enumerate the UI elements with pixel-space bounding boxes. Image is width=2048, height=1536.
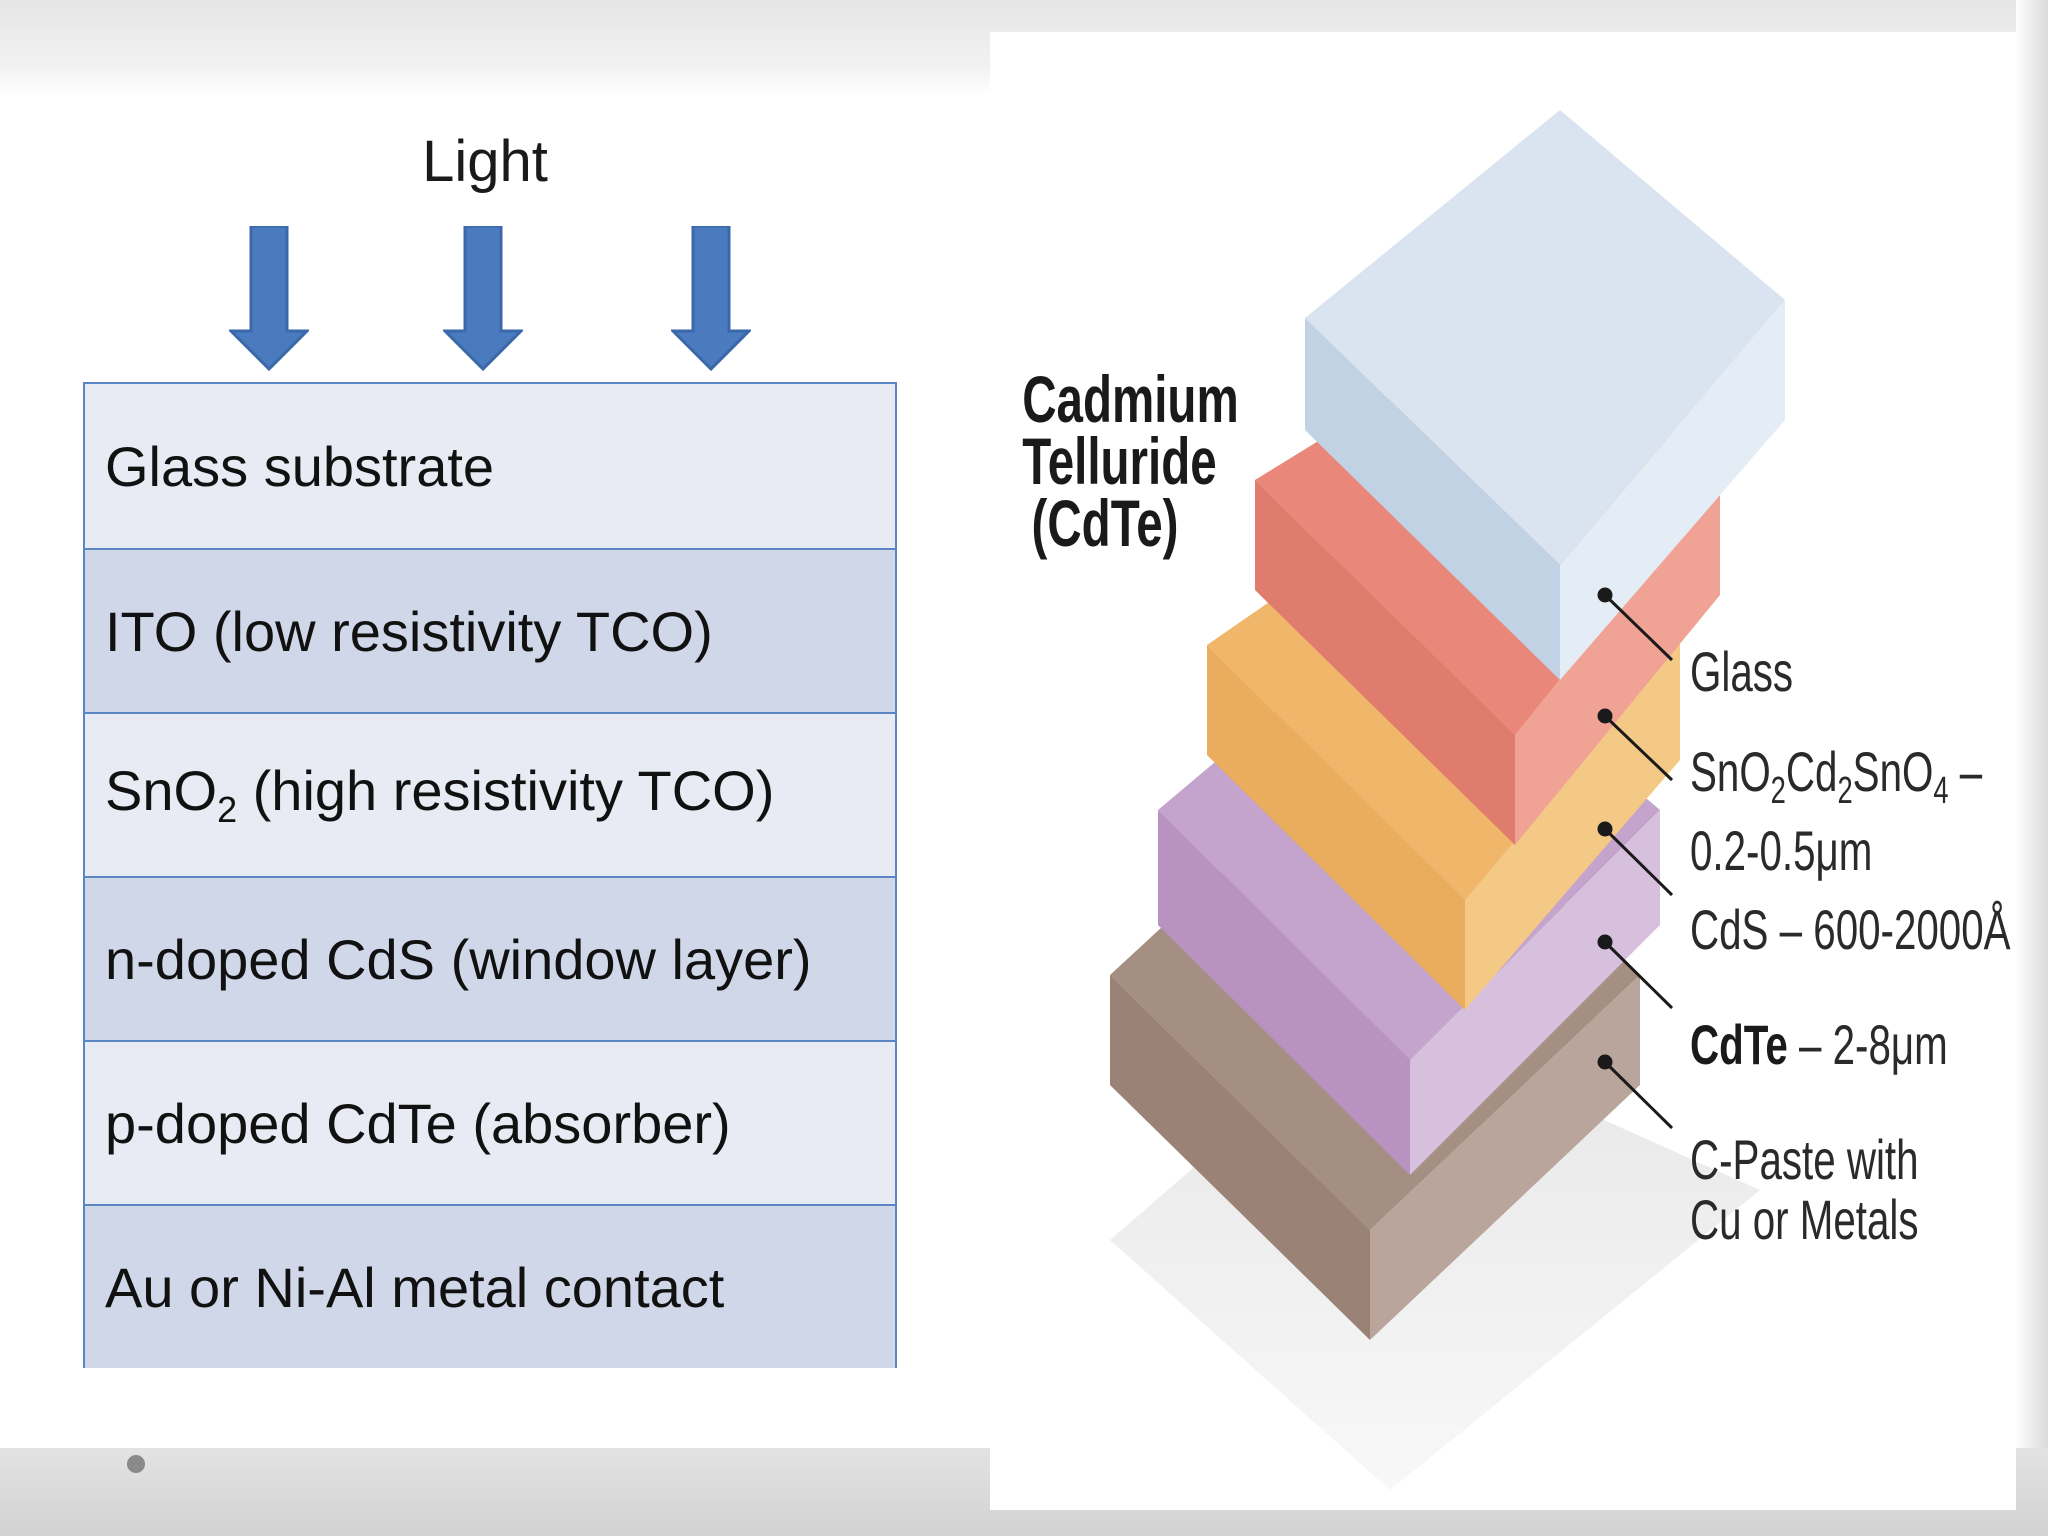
layer-row-sno2: SnO2 (high resistivity TCO) [85, 712, 895, 876]
title-line: (CdTe) [1031, 486, 1179, 560]
layer-label: ITO (low resistivity TCO) [105, 599, 713, 663]
bullet-dot [127, 1455, 145, 1473]
cdte-layer-illustration [1110, 110, 1785, 1490]
callout-contact: C-Paste with Cu or Metals [1690, 1130, 1919, 1250]
layer-row-cdte: p-doped CdTe (absorber) [85, 1040, 895, 1204]
cdte-title: Cadmium Telluride (CdTe) [1022, 362, 1239, 560]
layer-stack-table: Glass substrate ITO (low resistivity TCO… [83, 382, 897, 1368]
title-line: Telluride [1022, 424, 1217, 498]
callout-tco: SnO2Cd2SnO4 – 0.2-0.5μm [1690, 742, 1982, 881]
right-edge-shade [2016, 0, 2048, 1536]
light-label: Light [422, 129, 548, 194]
layer-label: p-doped CdTe (absorber) [105, 1091, 731, 1155]
callout-cdte: CdTe – 2-8μm [1690, 1013, 1948, 1076]
light-arrow-icon [443, 226, 523, 371]
callout-contact-line1: C-Paste with [1690, 1128, 1919, 1191]
layer-row-glass: Glass substrate [85, 384, 895, 548]
layer-row-ito: ITO (low resistivity TCO) [85, 548, 895, 712]
title-line: Cadmium [1022, 362, 1239, 436]
layer-label: SnO2 (high resistivity TCO) [105, 759, 775, 831]
callout-glass: Glass [1690, 640, 1794, 703]
layer-label: Glass substrate [105, 434, 495, 498]
callout-tco-line2: 0.2-0.5μm [1690, 819, 1873, 883]
layer-label: n-doped CdS (window layer) [105, 927, 812, 991]
layer-row-contact: Au or Ni-Al metal contact [85, 1204, 895, 1368]
callout-contact-line2: Cu or Metals [1690, 1188, 1919, 1251]
layer-label: Au or Ni-Al metal contact [105, 1255, 725, 1319]
callout-tco-line1: SnO2Cd2SnO4 – [1690, 740, 1983, 813]
layer-glass [1305, 110, 1785, 680]
callout-cds: CdS – 600-2000Å [1690, 898, 2011, 961]
light-arrow-icon [671, 226, 751, 371]
light-arrow-icon [229, 226, 309, 371]
layer-row-cds: n-doped CdS (window layer) [85, 876, 895, 1040]
callout-leaders [1597, 587, 1674, 1130]
